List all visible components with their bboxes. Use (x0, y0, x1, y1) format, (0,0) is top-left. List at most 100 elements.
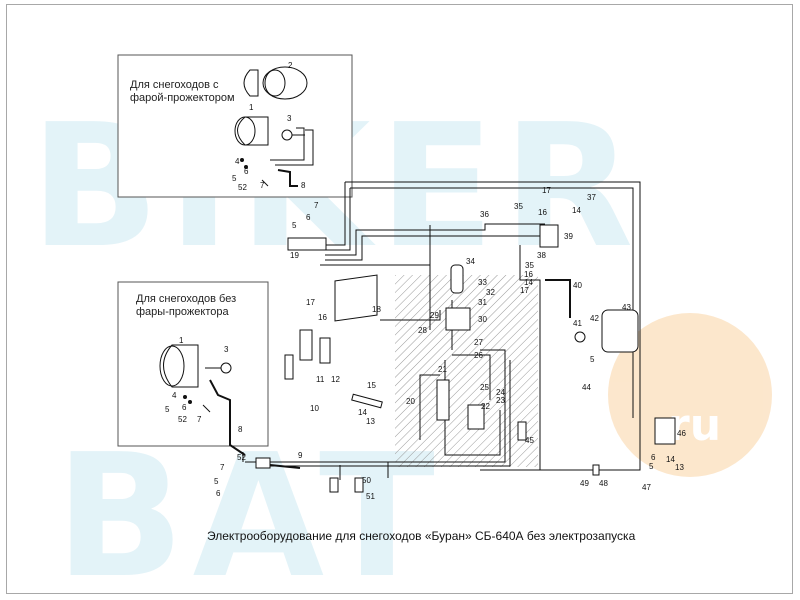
callout-52: 52 (238, 183, 247, 192)
components (255, 224, 676, 493)
callout-7: 7 (220, 463, 225, 472)
callout-9: 9 (298, 451, 303, 460)
callout-16: 16 (524, 270, 533, 279)
callout-1: 1 (179, 336, 184, 345)
callout-16: 16 (318, 313, 327, 322)
callout-38: 38 (537, 251, 546, 260)
terminal-block-19 (287, 237, 327, 251)
callout-4: 4 (172, 391, 177, 400)
fuse-22 (467, 404, 485, 430)
callout-5: 5 (165, 405, 170, 414)
callout-15: 15 (367, 381, 376, 390)
callout-32: 32 (486, 288, 495, 297)
inset-top-title-1: Для снегоходов с (130, 79, 219, 91)
callout-50: 50 (362, 476, 371, 485)
tail-light-43 (601, 309, 639, 353)
callout-14: 14 (524, 278, 533, 287)
callout-11: 11 (316, 375, 325, 384)
callout-42: 42 (590, 314, 599, 323)
callout-5: 5 (292, 221, 297, 230)
inset-bottom-title-2: фары-прожектора (136, 306, 229, 318)
callout-18: 18 (372, 305, 381, 314)
callout-13: 13 (675, 463, 684, 472)
callout-39: 39 (564, 232, 573, 241)
callout-45: 45 (525, 436, 534, 445)
callout-14: 14 (572, 206, 581, 215)
callout-3: 3 (287, 114, 292, 123)
callout-28: 28 (418, 326, 427, 335)
callout-26: 26 (474, 351, 483, 360)
callout-52: 52 (237, 453, 246, 462)
brake-switch-46 (654, 417, 676, 445)
callout-51: 51 (366, 492, 375, 501)
callout-7: 7 (314, 201, 319, 210)
callout-14: 14 (666, 455, 675, 464)
callout-1: 1 (249, 103, 254, 112)
switch-49 (592, 464, 600, 476)
callout-8: 8 (238, 425, 243, 434)
callout-23: 23 (496, 396, 505, 405)
spark-cap-11 (299, 329, 313, 361)
callout-3: 3 (224, 345, 229, 354)
callout-17: 17 (542, 186, 551, 195)
callout-35: 35 (514, 202, 523, 211)
callout-6: 6 (651, 453, 656, 462)
frame-hatched-area (395, 275, 538, 467)
switch-34 (450, 264, 464, 294)
callout-52: 52 (178, 415, 187, 424)
callout-49: 49 (580, 479, 589, 488)
inset-top-title-2: фарой-прожектором (130, 92, 235, 104)
spark-plug-50 (329, 477, 339, 493)
bracket-15 (351, 393, 383, 409)
regulator-21 (436, 379, 450, 421)
callout-6: 6 (182, 403, 187, 412)
callout-17: 17 (520, 286, 529, 295)
callout-6: 6 (244, 167, 249, 176)
connector-39 (539, 224, 559, 248)
watermark-badge (608, 313, 772, 477)
callout-33: 33 (478, 278, 487, 287)
lamp-42 (574, 331, 586, 343)
callout-5: 5 (649, 462, 654, 471)
callout-numbers: 1 2 3 4 6 5 52 7 8 1 3 4 6 5 52 7 8 19 5… (165, 61, 686, 501)
callout-8: 8 (301, 181, 306, 190)
callout-5: 5 (590, 355, 595, 364)
callout-6: 6 (216, 489, 221, 498)
callout-35: 35 (525, 261, 534, 270)
callout-27: 27 (474, 338, 483, 347)
callout-19: 19 (290, 251, 299, 260)
callout-16: 16 (538, 208, 547, 217)
callout-5: 5 (232, 174, 237, 183)
callout-21: 21 (438, 365, 447, 374)
callout-20: 20 (406, 397, 415, 406)
headlight-with-searchlight (234, 66, 314, 187)
plug-9 (255, 457, 271, 469)
diagram-caption: Электрооборудование для снегоходов «Бура… (207, 529, 636, 543)
inset-bottom-title-1: Для снегоходов без (136, 293, 236, 305)
callout-44: 44 (582, 383, 591, 392)
callout-7: 7 (260, 181, 265, 190)
callout-14: 14 (358, 408, 367, 417)
connector-45 (517, 421, 527, 441)
callout-40: 40 (573, 281, 582, 290)
callout-30: 30 (478, 315, 487, 324)
callout-36: 36 (480, 210, 489, 219)
callout-25: 25 (480, 383, 489, 392)
callout-37: 37 (587, 193, 596, 202)
callout-5: 5 (214, 477, 219, 486)
ignition-coil-18 (334, 274, 378, 322)
callout-31: 31 (478, 298, 487, 307)
callout-34: 34 (466, 257, 475, 266)
headlight-without-searchlight (159, 344, 246, 456)
callout-7: 7 (197, 415, 202, 424)
callout-13: 13 (366, 417, 375, 426)
callout-29: 29 (430, 311, 439, 320)
inset-with-searchlight (117, 54, 353, 198)
callout-2: 2 (288, 61, 293, 70)
callout-41: 41 (573, 319, 582, 328)
watermark-line2: BAT (55, 418, 443, 600)
watermark-badge-text: ru (668, 400, 721, 451)
callout-47: 47 (642, 483, 651, 492)
spark-cap-12 (319, 337, 331, 364)
